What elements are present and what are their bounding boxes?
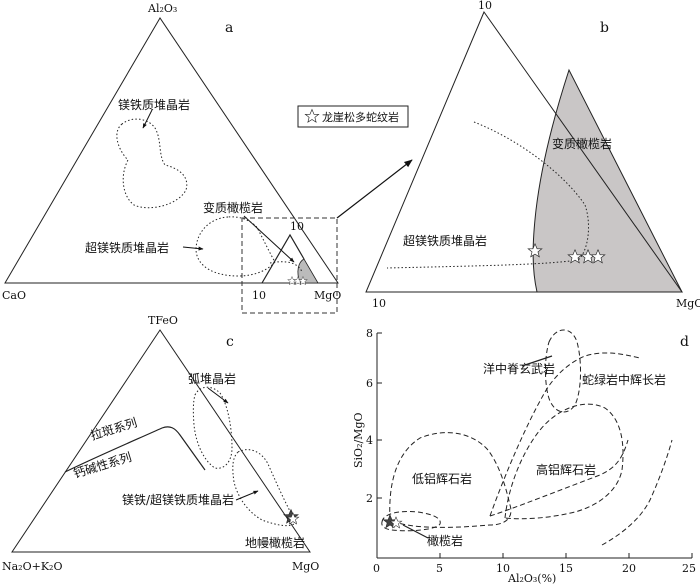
panel-letter-d: d (680, 334, 689, 350)
panel-letter-b: b (600, 20, 609, 36)
ternary-triangle-c (11, 329, 311, 553)
arrow-icon (142, 109, 153, 129)
panel-d: 0 5 10 15 20 25 2 4 6 8 SiO₂/MgO Al₂O₃(%… (352, 327, 696, 585)
apex-alkali: Na₂O+K₂O (2, 560, 62, 573)
label-ultramafic-cumulate-b: 超镁铁质堆晶岩 (403, 233, 487, 248)
field-mafic-cumulate (116, 118, 188, 209)
leader-peridotite (402, 524, 429, 539)
y-tick-8: 8 (366, 327, 373, 340)
star-icon (389, 516, 403, 529)
star-icon (590, 248, 606, 264)
x-axis-label: Al₂O₃(%) (507, 572, 556, 585)
field-ultramafic-cumulate-b (386, 121, 589, 269)
label-arc-cumulate: 弧堆晶岩 (188, 371, 236, 386)
apex-tfeo: TFeO (148, 314, 178, 327)
x-tick-20: 20 (622, 562, 636, 575)
series-divider-line (64, 426, 206, 473)
arrow-icon (182, 246, 204, 251)
panel-letter-c: c (226, 334, 234, 350)
y-axis-label: SiO₂/MgO (352, 412, 365, 468)
field-trend-right (601, 439, 673, 546)
panel-b: 10 10 MgO b 变质橄榄岩 超镁铁质堆晶岩 (365, 0, 700, 310)
x-tick-25: 25 (682, 562, 696, 575)
apex-mgo-c: MgO (292, 560, 319, 573)
label-ophiolite-gabbro: 蛇绿岩中辉长岩 (582, 372, 666, 387)
y-tick-4: 4 (366, 434, 373, 447)
inset-dotted-boundary (269, 261, 303, 273)
arrow-icon (235, 490, 259, 501)
star-icon (304, 108, 320, 123)
shaded-field-meta-peridotite (532, 68, 683, 293)
y-tick-6: 6 (366, 377, 373, 390)
legend-label: 龙崖松多蛇纹岩 (322, 110, 399, 124)
legend-box (297, 105, 409, 128)
label-mafic-ultramafic-cumulate: 镁铁/超镁铁质堆晶岩 (122, 492, 234, 507)
field-ophiolite-gabbro-lower (489, 439, 629, 517)
x-ticks: 0 5 10 15 20 25 (373, 553, 696, 575)
apex-left-b: 10 (372, 297, 386, 310)
y-tick-2: 2 (366, 492, 373, 505)
label-ultramafic-cumulate: 超镁铁质堆晶岩 (85, 240, 169, 255)
label-mafic-cumulate: 镁铁质堆晶岩 (118, 97, 190, 112)
arrow-icon (207, 387, 229, 404)
label-peridotite: 橄榄岩 (427, 533, 463, 548)
panel-a: Al₂O₃ CaO MgO a 镁铁质堆晶岩 超镁铁质堆晶岩 变质橄榄岩 10 … (2, 2, 341, 314)
ternary-triangle-b (365, 10, 683, 293)
sample-stars-d (382, 514, 403, 529)
field-arc-cumulate (192, 386, 233, 469)
apex-cao: CaO (2, 289, 26, 302)
apex-mgo: MgO (314, 289, 341, 302)
label-meta-peridotite-b: 变质橄榄岩 (552, 136, 612, 151)
leader-morb (521, 355, 553, 367)
star-icon (567, 248, 583, 264)
field-peridotite (381, 511, 441, 532)
label-low-al-pyroxenite: 低铝辉石岩 (412, 471, 472, 486)
sample-stars-a (287, 275, 308, 286)
panel-letter-a: a (225, 20, 233, 36)
x-tick-10: 10 (496, 562, 510, 575)
x-tick-5: 5 (436, 562, 443, 575)
star-icon (286, 512, 300, 525)
panel-c: TFeO Na₂O+K₂O MgO c 拉斑系列 钙碱性系列 弧堆晶岩 镁铁/超… (2, 314, 319, 573)
field-mafic-ultramafic-cumulate (232, 449, 297, 527)
field-morb (545, 329, 582, 413)
apex-top-b: 10 (478, 0, 492, 12)
label-mantle-peridotite: 地幔橄榄岩 (245, 535, 305, 550)
label-morb: 洋中脊玄武岩 (483, 361, 555, 376)
ternary-triangle-a (4, 17, 339, 284)
label-meta-peridotite-a: 变质橄榄岩 (203, 200, 263, 215)
y-ticks: 2 4 6 8 (366, 327, 382, 505)
inset-tick-top: 10 (290, 220, 304, 233)
zoom-arrow-icon (336, 159, 413, 219)
sample-stars-c (283, 508, 300, 525)
arrow-icon (243, 215, 295, 263)
inset-tick-left: 10 (252, 289, 266, 302)
apex-mgo-b: MgO (676, 297, 700, 310)
apex-al2o3: Al₂O₃ (147, 2, 177, 15)
star-icon (527, 242, 543, 258)
field-low-al-pyroxenite (389, 432, 512, 528)
x-tick-0: 0 (373, 562, 380, 575)
inset-subtriangle (261, 233, 305, 284)
x-tick-15: 15 (559, 562, 573, 575)
legend: 龙崖松多蛇纹岩 (297, 105, 409, 128)
field-high-al-pyroxenite (504, 403, 624, 520)
zoom-box (241, 217, 338, 314)
field-ultramafic-cumulate (195, 216, 276, 277)
star-icon (298, 275, 308, 286)
sample-stars-b (527, 242, 606, 264)
label-high-al-pyroxenite: 高铝辉石岩 (536, 462, 596, 477)
label-tholeiite: 拉斑系列 (88, 414, 138, 442)
inset-shaded-region (297, 258, 319, 284)
